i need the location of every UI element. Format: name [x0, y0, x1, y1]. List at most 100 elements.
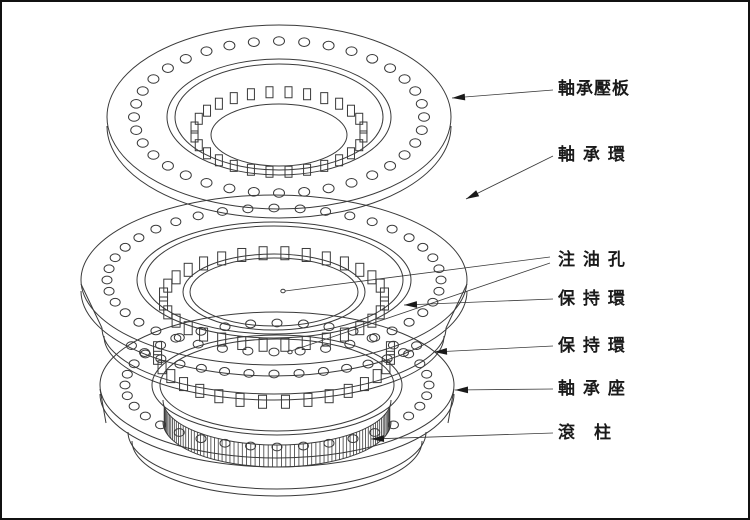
bolt-hole: [161, 161, 174, 171]
bolt-hole: [242, 346, 254, 356]
label-bearing-ring: 軸 承 環: [558, 145, 626, 165]
bolt-hole: [109, 253, 121, 263]
bolt-hole: [130, 125, 143, 135]
cage-slot: [284, 86, 293, 99]
cage-slot: [258, 246, 268, 261]
bolt-hole: [179, 53, 192, 64]
cage-slot: [203, 147, 212, 160]
cage-slot: [367, 313, 377, 328]
cage-slot: [237, 247, 247, 262]
bolt-hole: [192, 211, 204, 221]
bolt-hole: [125, 341, 137, 351]
cage-slot: [324, 389, 334, 404]
arrowhead: [434, 347, 448, 355]
bolt-hole: [150, 326, 162, 336]
cage-slot: [346, 147, 355, 160]
bolt-hole: [414, 359, 426, 369]
cage-slot: [166, 369, 176, 384]
cage-slot: [321, 251, 331, 266]
bolt-hole: [128, 112, 140, 122]
cage-slot: [303, 392, 313, 407]
cage-slot: [359, 130, 368, 143]
leader-line: [454, 388, 554, 391]
bolt-hole: [103, 286, 115, 296]
bolt-hole: [417, 308, 429, 318]
bolt-hole: [273, 36, 285, 46]
bolt-hole: [195, 326, 207, 336]
edge-ellipse: [182, 253, 366, 331]
bolt-hole: [433, 286, 445, 296]
bolt-hole: [320, 207, 332, 216]
leader-line: [465, 155, 554, 200]
bolt-hole: [414, 401, 426, 411]
label-oil-holes: 注 油 孔: [558, 250, 626, 270]
cage-slot: [339, 256, 349, 271]
bolt-hole: [366, 53, 379, 64]
bolt-hole: [247, 187, 260, 197]
bolt-hole: [384, 161, 397, 171]
bolt-hole: [268, 203, 280, 213]
bolt-hole: [427, 297, 439, 307]
bolt-hole: [128, 401, 140, 411]
bolt-hole: [195, 434, 207, 444]
leader-pressure-plate: [451, 89, 554, 101]
leader-bearing-seat: [454, 386, 554, 394]
cage-slot: [258, 337, 268, 352]
bolt-hole: [245, 319, 257, 329]
pressure-plate: [106, 24, 452, 219]
arrowhead: [452, 93, 466, 101]
cage-slot: [335, 97, 344, 110]
bolt-hole: [423, 380, 435, 390]
bolt-hole: [268, 347, 280, 357]
label-pressure-plate: 軸承壓板: [558, 79, 630, 99]
bolt-hole: [216, 207, 228, 216]
cage-ring-upper: [159, 246, 389, 352]
side-wall: [99, 388, 107, 424]
bolt-hole: [322, 183, 335, 194]
edge-arc: [101, 327, 447, 395]
cage-slot: [194, 112, 203, 125]
bolt-hole: [150, 224, 162, 234]
leader-line: [433, 345, 554, 353]
cage-slot: [214, 389, 224, 404]
cage-slot: [194, 139, 203, 152]
cage-slot: [301, 336, 311, 351]
leader-line: [370, 432, 554, 440]
bolt-hole: [119, 308, 131, 318]
bolt-hole: [173, 333, 185, 342]
cage-slot: [303, 163, 312, 176]
bolt-hole: [323, 322, 335, 332]
label-cage-ring-lower: 保 持 環: [558, 336, 626, 356]
cage-slot: [280, 246, 290, 261]
bolt-hole: [409, 138, 422, 148]
bolt-hole: [247, 37, 260, 47]
bolt-hole: [320, 344, 332, 353]
bolt-hole: [415, 99, 428, 109]
cage-slot: [367, 270, 377, 285]
bolt-hole: [344, 211, 356, 221]
bolt-hole: [435, 275, 447, 285]
cage-slot: [171, 270, 181, 285]
edge-ellipse: [151, 334, 403, 436]
leader-rollers: [370, 432, 554, 442]
cage-slot: [359, 121, 368, 134]
side-wall: [445, 283, 468, 329]
bolt-hole: [147, 150, 160, 160]
bolt-hole: [130, 99, 143, 109]
cage-slot: [320, 92, 329, 105]
bolt-hole: [298, 187, 311, 197]
cage-slot: [320, 159, 329, 172]
edge-arc: [162, 399, 392, 446]
cage-slot: [258, 394, 268, 409]
bolt-hole: [345, 178, 358, 188]
bolt-hole: [366, 170, 379, 181]
edge-arc: [131, 440, 423, 497]
bolt-hole: [136, 138, 149, 148]
bolt-hole: [139, 411, 151, 421]
cage-slot: [179, 377, 189, 392]
cage-slot: [359, 377, 369, 392]
bolt-hole: [119, 242, 131, 252]
bolt-hole: [219, 322, 231, 332]
label-cage-ring-upper: 保 持 環: [558, 289, 626, 309]
